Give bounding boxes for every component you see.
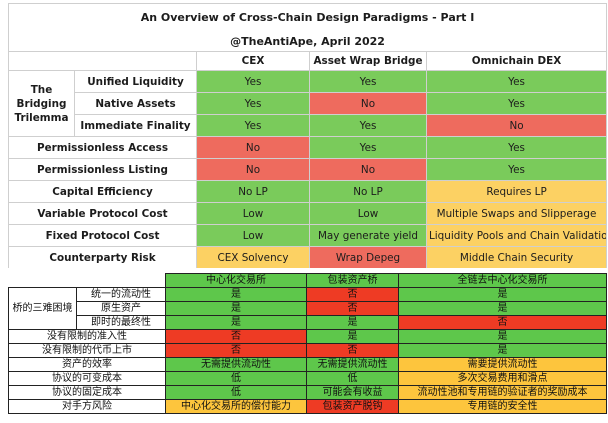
cell-omni-capital-efficiency: Requires LP xyxy=(425,180,608,203)
zh-row-label-variable-protocol-cost: 协议的可变成本 xyxy=(8,371,166,386)
cell-cex-unified-liquidity: Yes xyxy=(196,70,310,93)
cell-omni-unified-liquidity: Yes xyxy=(425,70,608,93)
table-separator xyxy=(0,268,608,270)
zh-col-header-cex: 中心化交易所 xyxy=(165,273,307,288)
row-label-counterparty-risk: Counterparty Risk xyxy=(8,246,197,269)
zh-row-label-capital-efficiency: 资产的效率 xyxy=(8,357,166,372)
zh-cell-wrap-unified-liquidity: 否 xyxy=(306,287,399,302)
cell-wrap-counterparty-risk: Wrap Depeg xyxy=(309,246,427,269)
zh-cell-cex-immediate-finality: 是 xyxy=(165,315,307,330)
zh-cell-wrap-capital-efficiency: 无需提供流动性 xyxy=(306,357,399,372)
zh-header-corner xyxy=(8,273,166,288)
zh-cell-wrap-variable-protocol-cost: 低 xyxy=(306,371,399,386)
zh-trilemma-label: 桥的三难困境 xyxy=(8,287,77,330)
zh-cell-wrap-counterparty-risk: 包装资产脱钩 xyxy=(306,399,399,414)
english-comparison-table: An Overview of Cross-Chain Design Paradi… xyxy=(7,3,608,269)
zh-cell-omni-capital-efficiency: 需要提供流动性 xyxy=(398,357,607,372)
cell-wrap-native-assets: No xyxy=(309,92,427,115)
cell-cex-counterparty-risk: CEX Solvency xyxy=(196,246,310,269)
cell-wrap-immediate-finality: Yes xyxy=(309,114,427,137)
zh-cell-omni-permissionless-listing: 是 xyxy=(398,343,607,358)
zh-cell-cex-capital-efficiency: 无需提供流动性 xyxy=(165,357,307,372)
cell-cex-fixed-protocol-cost: Low xyxy=(196,224,310,247)
zh-row-label-unified-liquidity: 统一的流动性 xyxy=(76,287,166,302)
zh-cell-wrap-native-assets: 否 xyxy=(306,301,399,316)
zh-col-header-omnichain-dex: 全链去中心化交易所 xyxy=(398,273,607,288)
zh-row-label-fixed-protocol-cost: 协议的固定成本 xyxy=(8,385,166,400)
col-header-asset-wrap-bridge: Asset Wrap Bridge xyxy=(309,51,427,71)
cell-wrap-unified-liquidity: Yes xyxy=(309,70,427,93)
cell-wrap-fixed-protocol-cost: May generate yield xyxy=(309,224,427,247)
table-title: An Overview of Cross-Chain Design Paradi… xyxy=(7,3,608,31)
cell-omni-native-assets: Yes xyxy=(425,92,608,115)
row-label-unified-liquidity: Unified Liquidity xyxy=(74,70,197,93)
row-label-permissionless-listing: Permissionless Listing xyxy=(8,158,197,181)
cell-omni-fixed-protocol-cost: Liquidity Pools and Chain Validation xyxy=(425,224,608,247)
table-subtitle: @TheAntiApe, April 2022 xyxy=(7,31,608,52)
zh-cell-omni-immediate-finality: 否 xyxy=(398,315,607,330)
cell-cex-permissionless-listing: No xyxy=(196,158,310,181)
zh-row-label-permissionless-listing: 没有限制的代币上市 xyxy=(8,343,166,358)
zh-cell-omni-unified-liquidity: 是 xyxy=(398,287,607,302)
zh-cell-wrap-fixed-protocol-cost: 可能会有收益 xyxy=(306,385,399,400)
zh-cell-cex-variable-protocol-cost: 低 xyxy=(165,371,307,386)
zh-cell-cex-counterparty-risk: 中心化交易所的偿付能力 xyxy=(165,399,307,414)
zh-cell-omni-fixed-protocol-cost: 流动性池和专用链的验证者的奖励成本 xyxy=(398,385,607,400)
cell-cex-native-assets: Yes xyxy=(196,92,310,115)
zh-cell-omni-permissionless-access: 是 xyxy=(398,329,607,344)
row-label-permissionless-access: Permissionless Access xyxy=(8,136,197,159)
cell-omni-permissionless-listing: Yes xyxy=(425,158,608,181)
row-label-variable-protocol-cost: Variable Protocol Cost xyxy=(8,202,197,225)
zh-col-header-wrap-bridge: 包装资产桥 xyxy=(306,273,399,288)
cell-cex-immediate-finality: Yes xyxy=(196,114,310,137)
zh-cell-omni-variable-protocol-cost: 多次交易费用和滑点 xyxy=(398,371,607,386)
cell-omni-variable-protocol-cost: Multiple Swaps and Slipperage xyxy=(425,202,608,225)
zh-row-label-immediate-finality: 即时的最终性 xyxy=(76,315,166,330)
zh-cell-omni-counterparty-risk: 专用链的安全性 xyxy=(398,399,607,414)
row-label-capital-efficiency: Capital Efficiency xyxy=(8,180,197,203)
zh-cell-cex-fixed-protocol-cost: 低 xyxy=(165,385,307,400)
row-label-immediate-finality: Immediate Finality xyxy=(74,114,197,137)
cell-cex-permissionless-access: No xyxy=(196,136,310,159)
zh-row-label-counterparty-risk: 对手方风险 xyxy=(8,399,166,414)
cell-omni-counterparty-risk: Middle Chain Security xyxy=(425,246,608,269)
cell-omni-permissionless-access: Yes xyxy=(425,136,608,159)
zh-cell-cex-unified-liquidity: 是 xyxy=(165,287,307,302)
col-header-cex: CEX xyxy=(196,51,310,71)
cell-wrap-variable-protocol-cost: Low xyxy=(309,202,427,225)
cell-wrap-permissionless-access: Yes xyxy=(309,136,427,159)
cell-omni-immediate-finality: No xyxy=(425,114,608,137)
zh-row-label-permissionless-access: 没有限制的准入性 xyxy=(8,329,166,344)
header-corner xyxy=(8,51,197,71)
zh-cell-cex-permissionless-access: 否 xyxy=(165,329,307,344)
chinese-comparison-table: 中心化交易所 包装资产桥 全链去中心化交易所 桥的三难困境 统一的流动性 是 否… xyxy=(8,273,607,414)
zh-cell-wrap-permissionless-listing: 否 xyxy=(306,343,399,358)
bridging-trilemma-label: The Bridging Trilemma xyxy=(8,70,75,137)
zh-cell-omni-native-assets: 是 xyxy=(398,301,607,316)
col-header-omnichain-dex: Omnichain DEX xyxy=(425,51,608,71)
cell-cex-variable-protocol-cost: Low xyxy=(196,202,310,225)
cell-cex-capital-efficiency: No LP xyxy=(196,180,310,203)
zh-cell-cex-native-assets: 是 xyxy=(165,301,307,316)
zh-cell-wrap-permissionless-access: 是 xyxy=(306,329,399,344)
cell-wrap-capital-efficiency: No LP xyxy=(309,180,427,203)
zh-row-label-native-assets: 原生资产 xyxy=(76,301,166,316)
zh-cell-wrap-immediate-finality: 是 xyxy=(306,315,399,330)
cell-wrap-permissionless-listing: No xyxy=(309,158,427,181)
row-label-fixed-protocol-cost: Fixed Protocol Cost xyxy=(8,224,197,247)
zh-cell-cex-permissionless-listing: 否 xyxy=(165,343,307,358)
row-label-native-assets: Native Assets xyxy=(74,92,197,115)
